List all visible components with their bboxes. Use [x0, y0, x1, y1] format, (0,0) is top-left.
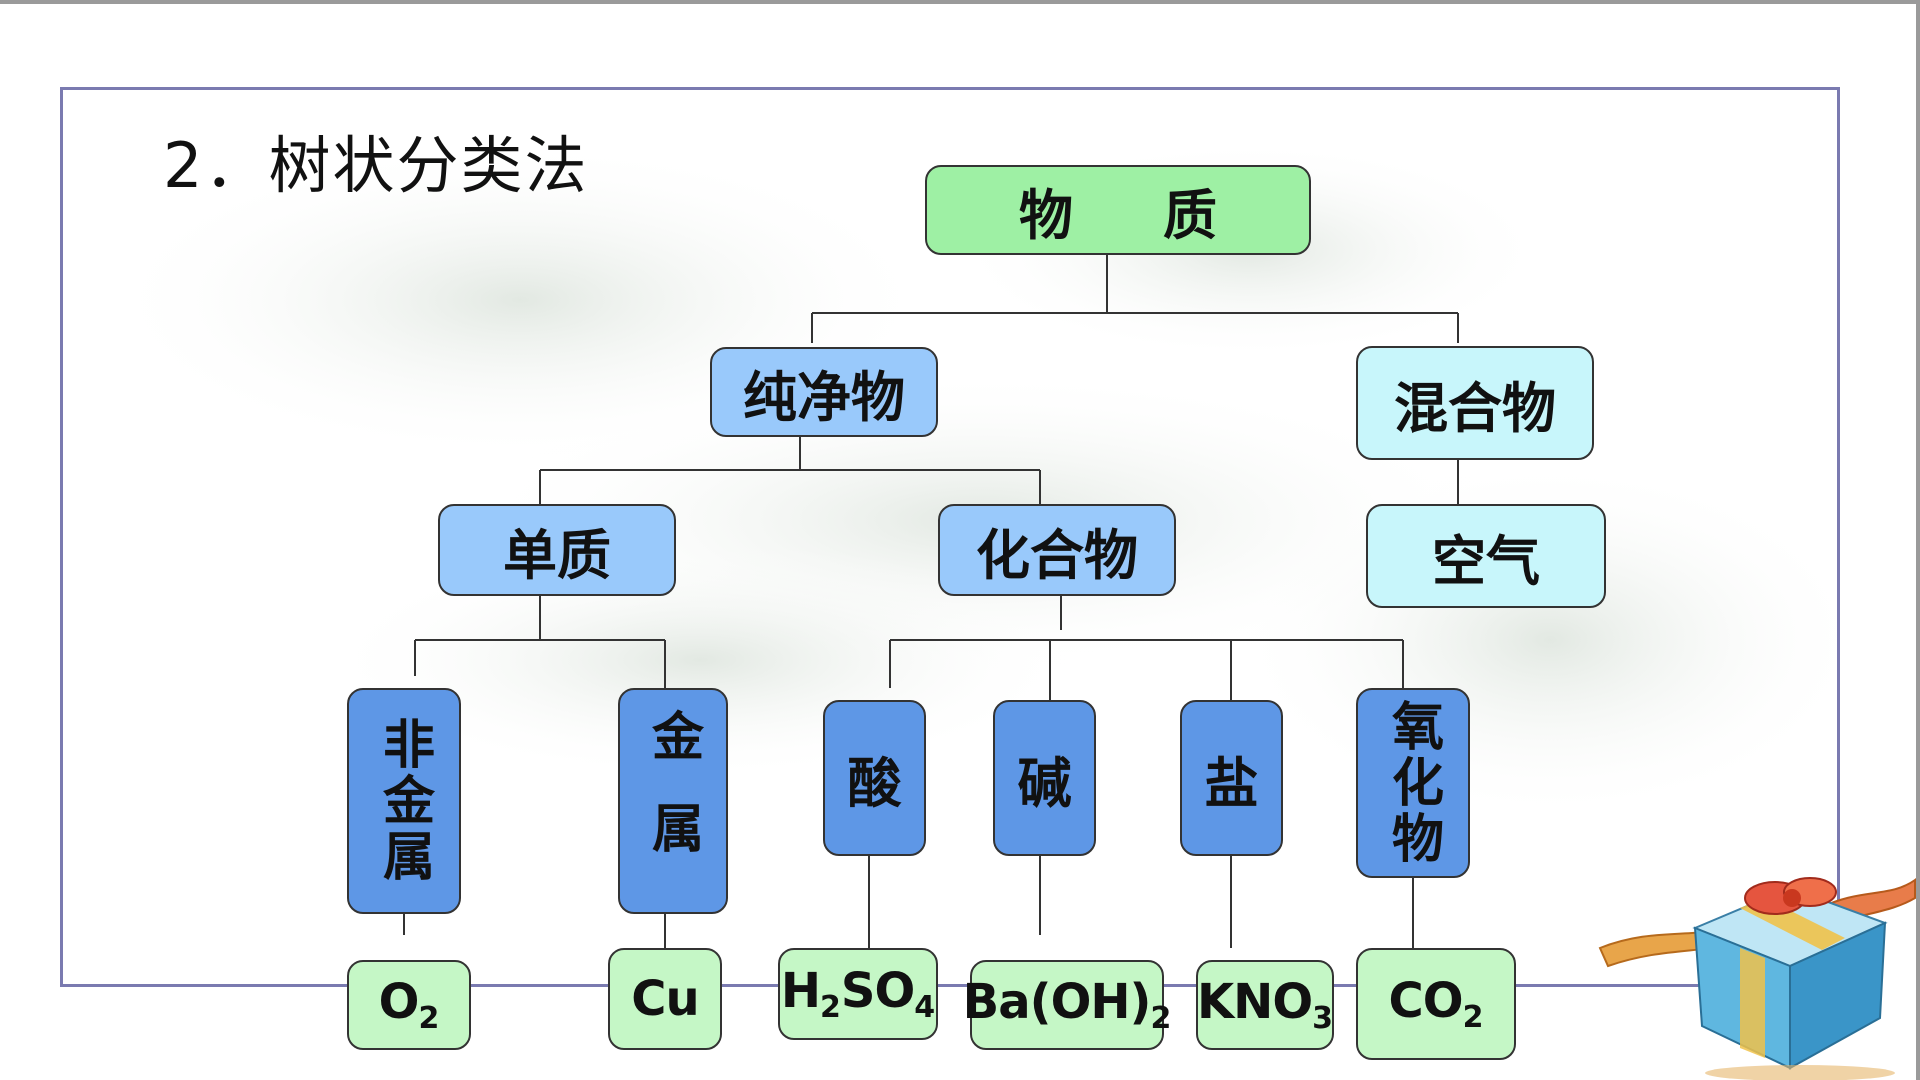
node-acid-label: 酸: [847, 751, 902, 815]
node-air-label: 空气: [1432, 529, 1540, 593]
node-salt-label: 盐: [1204, 751, 1259, 815]
example-kno3: KNO3: [1196, 960, 1334, 1050]
example-h2so4: H2SO4: [778, 948, 938, 1040]
example-cu: Cu: [608, 948, 722, 1050]
node-base: 碱: [993, 700, 1096, 856]
node-element: 单质: [438, 504, 676, 596]
node-mixture: 混合物: [1356, 346, 1594, 460]
example-baoh2-label: Ba(OH)2: [962, 974, 1172, 1036]
node-oxide: 氧化物: [1356, 688, 1470, 878]
node-pure-substance: 纯净物: [710, 347, 938, 437]
slide-title: 2．树状分类法: [163, 129, 589, 202]
node-element-label: 单质: [503, 523, 611, 587]
example-o2: O2: [347, 960, 471, 1050]
node-pure-substance-label: 纯净物: [743, 365, 905, 429]
node-metal-label: 金属: [642, 709, 703, 893]
example-baoh2: Ba(OH)2: [963, 960, 1171, 1050]
slide-frame: [60, 87, 1840, 987]
node-mixture-label: 混合物: [1394, 376, 1556, 440]
example-o2-label: O2: [378, 974, 440, 1036]
example-co2-label: CO2: [1388, 973, 1484, 1035]
node-compound-label: 化合物: [976, 523, 1138, 587]
example-kno3-label: KNO3: [1196, 974, 1334, 1036]
node-substance-label: 物质: [1019, 183, 1307, 247]
node-air: 空气: [1366, 504, 1606, 608]
node-acid: 酸: [823, 700, 926, 856]
example-co2: CO2: [1356, 948, 1516, 1060]
node-compound: 化合物: [938, 504, 1176, 596]
node-base-label: 碱: [1017, 751, 1072, 815]
node-substance: 物质: [925, 165, 1311, 255]
node-oxide-label: 氧化物: [1382, 699, 1443, 867]
node-nonmetal: 非金属: [347, 688, 461, 914]
example-cu-label: Cu: [631, 971, 699, 1027]
node-metal: 金属: [618, 688, 728, 914]
example-h2so4-label: H2SO4: [780, 963, 936, 1025]
gift-box-icon: [1598, 877, 1916, 1080]
node-salt: 盐: [1180, 700, 1283, 856]
node-nonmetal-label: 非金属: [373, 717, 434, 885]
